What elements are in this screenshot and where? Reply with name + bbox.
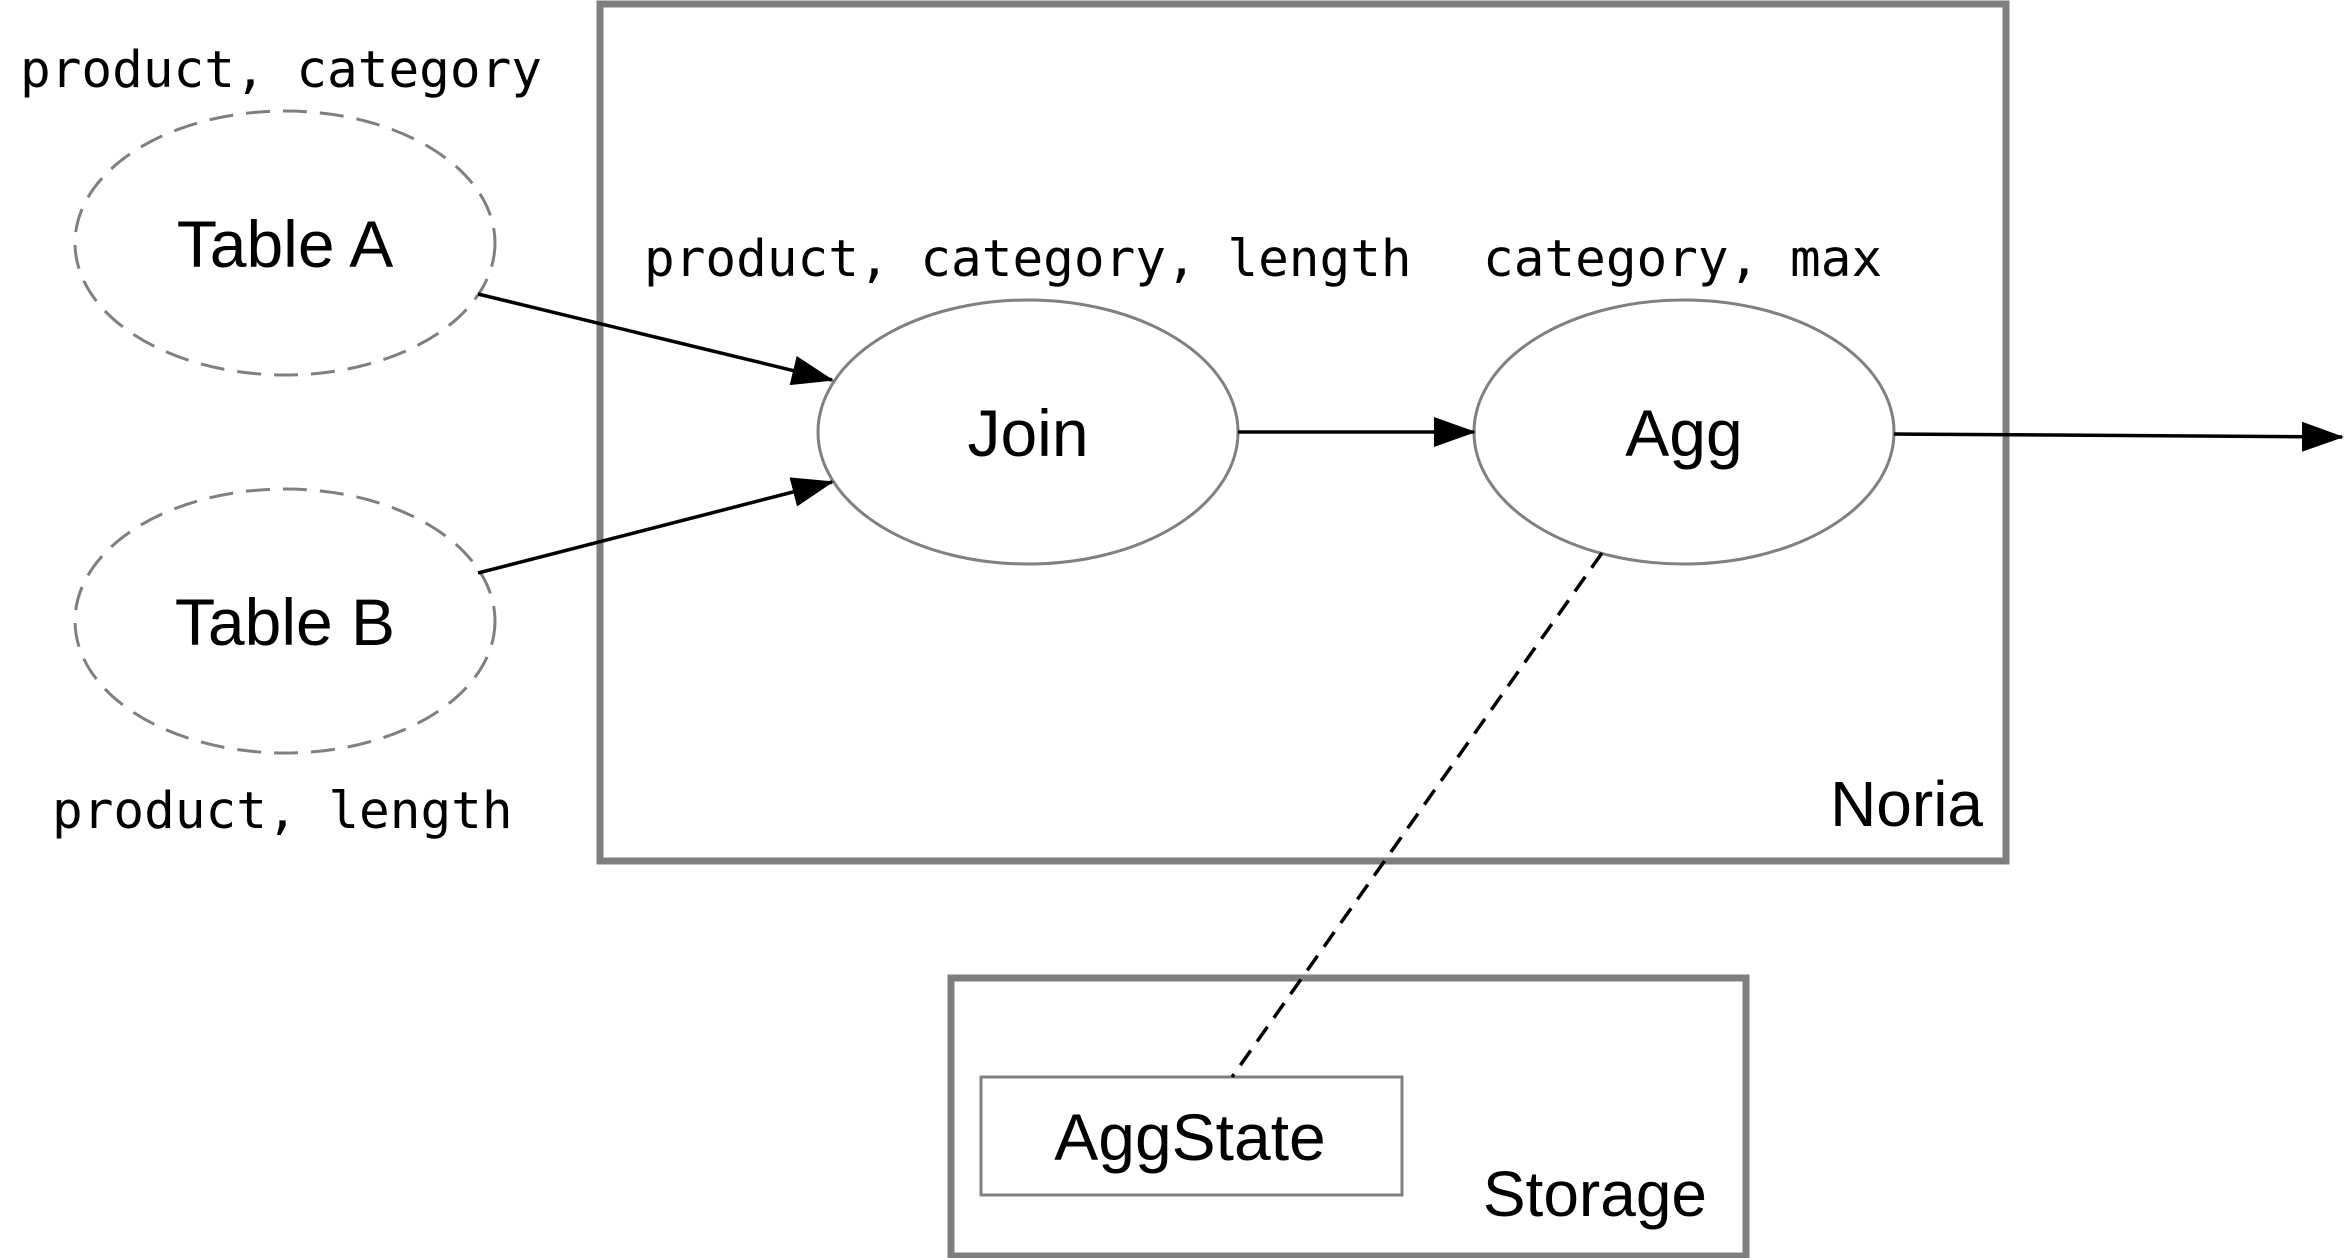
table-b-node bbox=[73, 487, 497, 755]
table-b-label: Table B bbox=[175, 585, 395, 659]
noria-label: Noria bbox=[1830, 768, 1983, 840]
storage-box bbox=[947, 974, 1750, 1258]
edge-agg-to-output bbox=[1893, 421, 2344, 452]
table-a-label: Table A bbox=[177, 207, 394, 281]
noria-box bbox=[596, 0, 2010, 865]
table-b-schema: product, length bbox=[52, 782, 513, 841]
edge-table-b-to-join bbox=[477, 477, 834, 575]
agg-state-link bbox=[1230, 551, 1604, 1079]
agg-label: Agg bbox=[1625, 396, 1742, 470]
join-schema: product, category, length bbox=[644, 230, 1412, 289]
agg-schema: category, max bbox=[1483, 230, 1882, 289]
join-label: Join bbox=[967, 396, 1088, 470]
aggstate-box bbox=[979, 1075, 1404, 1197]
storage-label: Storage bbox=[1483, 1158, 1707, 1230]
edge-table-a-to-join bbox=[477, 292, 834, 386]
aggstate-label: AggState bbox=[1054, 1100, 1326, 1174]
table-a-schema: product, category bbox=[20, 41, 542, 100]
table-a-node bbox=[73, 109, 497, 377]
